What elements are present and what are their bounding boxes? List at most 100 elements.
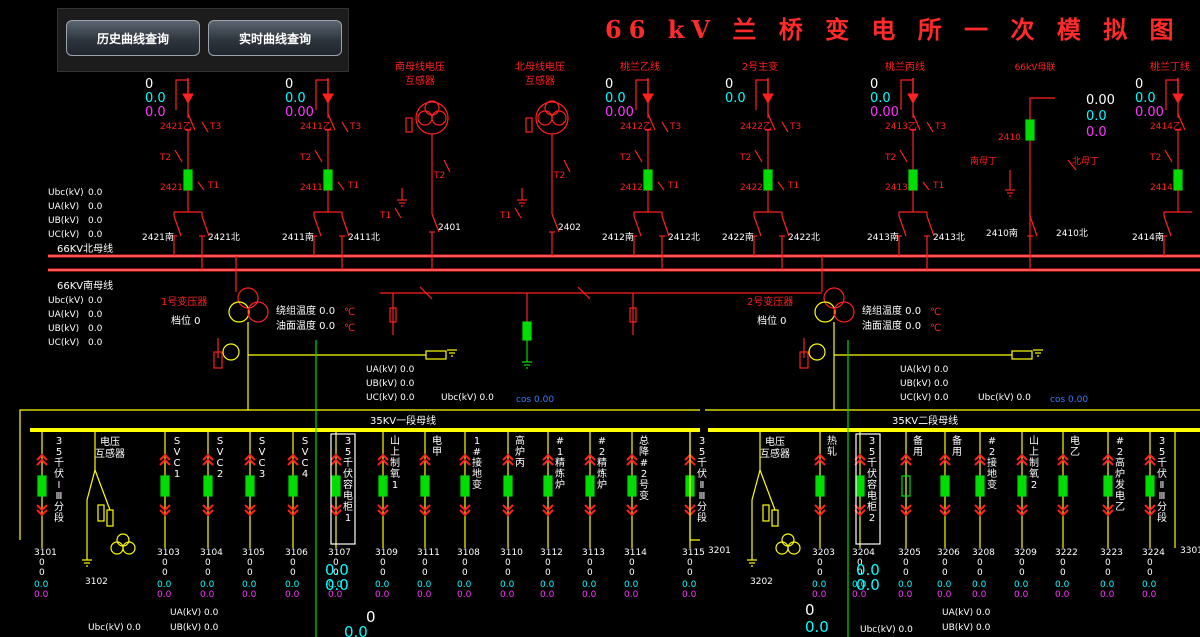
feeder-breaker[interactable] bbox=[940, 475, 950, 497]
pt35-wire bbox=[751, 469, 761, 501]
circuit-breaker[interactable] bbox=[1173, 169, 1183, 191]
feeder-value: 0.0 bbox=[500, 580, 515, 590]
feeder-value: 0 bbox=[1105, 558, 1111, 568]
feeder-breaker[interactable] bbox=[203, 475, 213, 497]
feeder-breaker[interactable] bbox=[503, 475, 513, 497]
pt35-label: 电压 bbox=[765, 435, 785, 448]
feeder-value: 0 bbox=[942, 568, 948, 578]
tx-breaker[interactable] bbox=[799, 351, 809, 369]
bus-tie-value: 0.00 bbox=[1086, 93, 1115, 108]
feeder-isolator-down bbox=[1057, 504, 1069, 512]
circuit-breaker[interactable] bbox=[763, 169, 773, 191]
feeder-breaker[interactable] bbox=[855, 475, 865, 497]
bay-frame bbox=[175, 79, 188, 110]
circuit-breaker[interactable] bbox=[323, 169, 333, 191]
feeder-breaker[interactable] bbox=[37, 475, 47, 497]
feeder-breaker[interactable] bbox=[288, 475, 298, 497]
feeder-isolator-down bbox=[814, 509, 826, 517]
tx-winding-lv bbox=[814, 301, 836, 323]
feeder-value: 0 bbox=[857, 568, 863, 578]
feeder-value: 0 bbox=[629, 558, 635, 568]
bus-tie-breaker[interactable] bbox=[1025, 119, 1035, 141]
feeder-value: 0.0 bbox=[898, 580, 913, 590]
feeder-isolator-up bbox=[502, 458, 514, 466]
feeder-breaker[interactable] bbox=[815, 475, 825, 497]
feeder-breaker[interactable] bbox=[975, 475, 985, 497]
feeder-breaker[interactable] bbox=[585, 475, 595, 497]
bus-tie-earth-label: 南母丁 bbox=[970, 155, 997, 167]
line-isolator bbox=[912, 113, 921, 131]
feeder-value: 0.0 bbox=[375, 590, 390, 600]
ct bbox=[808, 343, 826, 361]
realtime-curve-button[interactable]: 实时曲线查询 bbox=[208, 20, 342, 56]
north-meas-label: Ubc(kV) bbox=[48, 188, 84, 198]
tx-breaker[interactable] bbox=[213, 351, 223, 369]
circuit-breaker[interactable] bbox=[183, 169, 193, 191]
feeder-isolator-down bbox=[974, 509, 986, 517]
feeder-breaker[interactable] bbox=[627, 475, 637, 497]
feeder-isolator-down bbox=[330, 509, 342, 517]
pt-fuse bbox=[525, 117, 533, 133]
feeder-breaker[interactable] bbox=[543, 475, 553, 497]
feeder-value: 0.0 bbox=[624, 590, 639, 600]
feeder-value: 0.0 bbox=[812, 590, 827, 600]
feeder-breaker[interactable] bbox=[245, 475, 255, 497]
feeder-number: 3209 bbox=[1014, 548, 1037, 558]
isolator-label: 2421乙 bbox=[160, 121, 192, 132]
feeder-value: 0 bbox=[422, 558, 428, 568]
breaker-label: 2421 bbox=[160, 183, 183, 193]
feeder-isolator-up bbox=[244, 458, 256, 466]
feeder-breaker[interactable] bbox=[160, 475, 170, 497]
feeder-value: 0.0 bbox=[375, 580, 390, 590]
grounding-breaker[interactable] bbox=[522, 321, 532, 341]
feeder-breaker[interactable] bbox=[901, 475, 911, 497]
fuse bbox=[389, 307, 397, 323]
feeder-isolator-down bbox=[419, 509, 431, 517]
bay-value: 0.0 bbox=[605, 91, 626, 106]
feeder-value: 0.0 bbox=[1142, 590, 1157, 600]
feeder-breaker[interactable] bbox=[1017, 475, 1027, 497]
feeder-breaker[interactable] bbox=[460, 475, 470, 497]
pt35-winding bbox=[122, 541, 136, 555]
feeder-breaker[interactable] bbox=[331, 475, 341, 497]
bottom-meas: Ubc(kV) 0.0 bbox=[88, 623, 141, 633]
earth-switch-label: T3 bbox=[349, 122, 361, 132]
feeder-value: 0.0 bbox=[1014, 590, 1029, 600]
earth-switch bbox=[634, 149, 643, 163]
bus35-cos: cos 0.00 bbox=[516, 395, 554, 405]
circuit-breaker[interactable] bbox=[643, 169, 653, 191]
feeder-number: 3111 bbox=[417, 548, 440, 558]
north-isolator-label: 2412北 bbox=[668, 232, 700, 243]
south-isolator-label: 2412南 bbox=[602, 231, 634, 243]
feeder-isolator-up bbox=[900, 453, 912, 461]
breaker-label: 2414 bbox=[1150, 183, 1173, 193]
history-curve-button[interactable]: 历史曲线查询 bbox=[66, 20, 200, 56]
feeder-value: 0 bbox=[545, 558, 551, 568]
feeder-breaker[interactable] bbox=[378, 475, 388, 497]
north-meas-value: 0.0 bbox=[88, 188, 103, 198]
feeder-breaker[interactable] bbox=[420, 475, 430, 497]
bay-frame bbox=[755, 79, 768, 110]
feeder-isolator-up bbox=[1144, 453, 1156, 461]
capacitor-value: 0.0 bbox=[856, 576, 880, 594]
north-meas-label: UB(kV) bbox=[48, 216, 79, 226]
circuit-breaker[interactable] bbox=[908, 169, 918, 191]
feeder-breaker[interactable] bbox=[1145, 475, 1155, 497]
feeder-isolator-up bbox=[377, 458, 389, 466]
feeder-breaker[interactable] bbox=[1103, 475, 1113, 497]
bay-value: 0 bbox=[145, 77, 153, 92]
bus-isolator-south bbox=[1163, 215, 1172, 237]
bus35-cos: cos 0.00 bbox=[1050, 395, 1088, 405]
feeder-value: 0 bbox=[1019, 558, 1025, 568]
feeder-isolator-up bbox=[854, 458, 866, 466]
feeder-value: 0 bbox=[545, 568, 551, 578]
pt-title: 南母线电压 bbox=[395, 60, 445, 73]
bay-value: 0.00 bbox=[605, 105, 634, 120]
feeder-isolator-down bbox=[974, 504, 986, 512]
feeder-isolator-up bbox=[502, 453, 514, 461]
feeder-breaker[interactable] bbox=[1058, 475, 1068, 497]
feeder-value: 0 bbox=[380, 568, 386, 578]
line-isolator bbox=[187, 113, 196, 131]
